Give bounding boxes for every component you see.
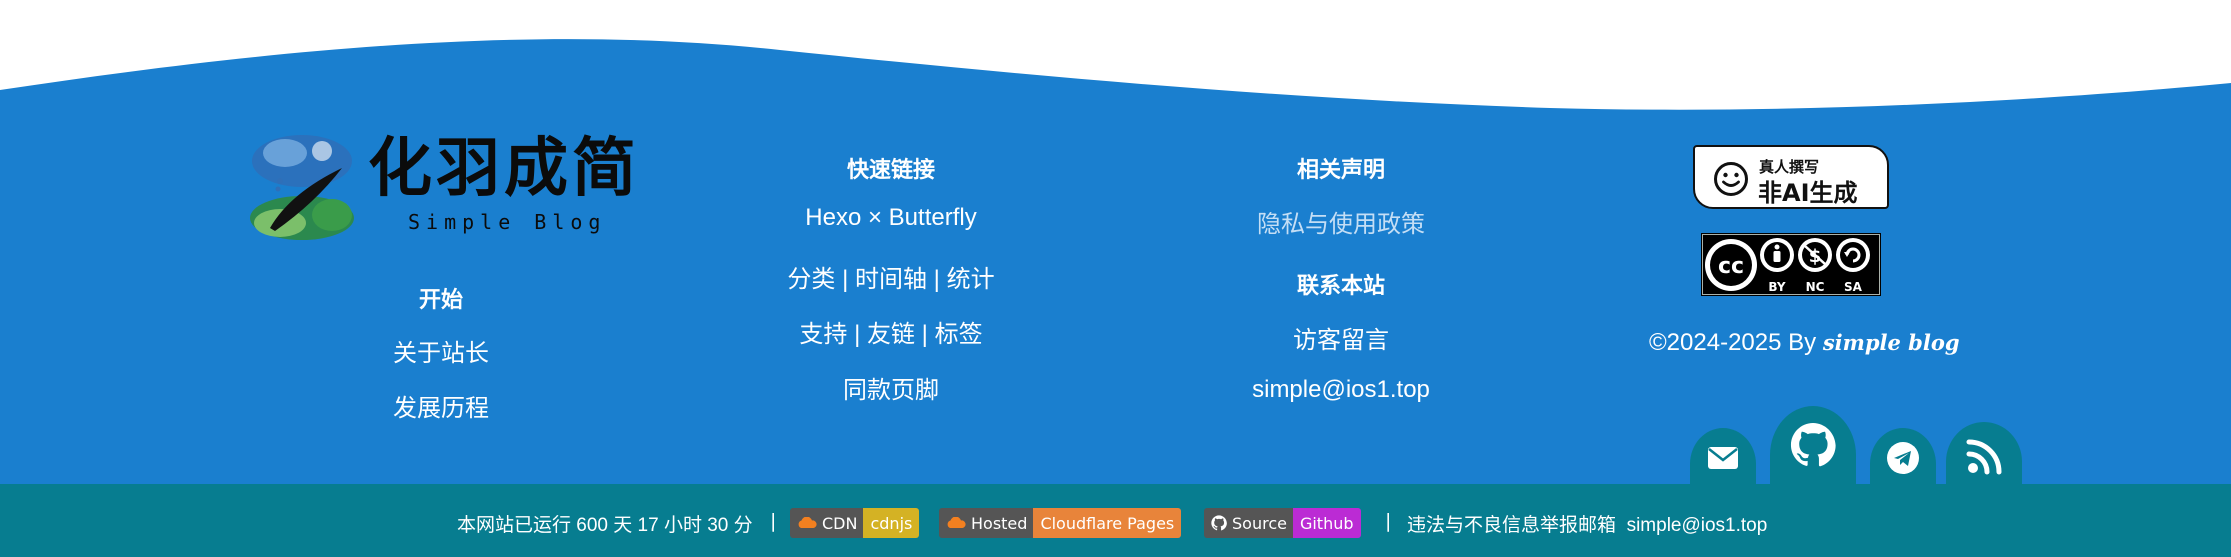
logo-ink-art-icon [250,135,354,240]
cloudflare-icon [947,517,966,528]
cc-by-nc-sa-license-badge[interactable]: cc $ BY NC SA [1701,233,1881,296]
cdn-badge-value: cdnjs [863,508,920,538]
github-icon[interactable] [1788,420,1838,470]
separator-2: | [1385,510,1392,532]
badge-ai-line2: 非AI生成 [1758,179,1858,207]
github-bubble [1770,406,1856,488]
guestbook-link[interactable]: 访客留言 [1293,327,1389,354]
category-timeline-stats-links[interactable]: 分类 | 时间轴 | 统计 [787,266,995,293]
rss-icon[interactable] [1962,434,2008,478]
smiley-face-icon [1714,162,1748,196]
same-footer-link[interactable]: 同款页脚 [843,377,939,404]
about-owner-link[interactable]: 关于站长 [393,340,489,367]
support-friends-tags-links[interactable]: 支持 | 友链 | 标签 [799,321,983,348]
separator: | [770,510,777,532]
svg-text:cc: cc [1718,254,1744,279]
telegram-icon[interactable] [1882,438,1924,478]
cloud-icon [798,517,817,528]
contact-heading: 联系本站 [1296,274,1386,299]
source-badge[interactable]: Source Github [1204,508,1361,538]
source-badge-label: Source [1232,513,1287,533]
source-badge-value: Github [1292,508,1361,538]
start-heading: 开始 [418,288,464,313]
report-email-link[interactable]: simple@ios1.top [1626,515,1768,536]
logo-title: 化羽成简 [368,131,640,206]
statement-heading: 相关声明 [1296,158,1386,183]
cdn-badge-label: CDN [822,513,858,533]
cc-sa-label: SA [1844,280,1863,294]
cc-by-label: BY [1768,280,1785,294]
human-written-badge[interactable]: 真人撰写 非AI生成 [1693,145,1889,209]
copyright-text: ©2024-2025 By [1649,329,1823,356]
privacy-policy-link[interactable]: 隐私与使用政策 [1257,211,1425,238]
contact-email-link[interactable]: simple@ios1.top [1252,376,1430,403]
cdn-badge[interactable]: CDN cdnjs [790,508,920,538]
history-link[interactable]: 发展历程 [393,395,489,422]
github-small-icon [1211,515,1227,531]
mail-icon[interactable] [1700,440,1746,476]
hexo-butterfly-link[interactable]: Hexo × Butterfly [805,204,977,231]
hosted-badge[interactable]: Hosted Cloudflare Pages [939,508,1182,538]
cc-nc-label: NC [1806,280,1825,294]
rss-bubble [1946,422,2022,488]
site-runtime: 本网站已运行 600 天 17 小时 30 分 [457,515,753,536]
site-logo[interactable]: 化羽成简 Simple Blog [250,133,636,243]
logo-subtitle: Simple Blog [408,210,607,234]
copyright: ©2024-2025 By simple blog [1649,329,1960,357]
badge-ai-line1: 真人撰写 [1759,158,1820,176]
copyright-author: simple blog [1822,330,1960,355]
quick-links-heading: 快速链接 [846,158,936,183]
report-label: 违法与不良信息举报邮箱 [1407,515,1617,536]
hosted-badge-value: Cloudflare Pages [1033,508,1182,538]
hosted-badge-label: Hosted [971,513,1028,533]
report-contact: 违法与不良信息举报邮箱 simple@ios1.top [1407,510,1767,537]
